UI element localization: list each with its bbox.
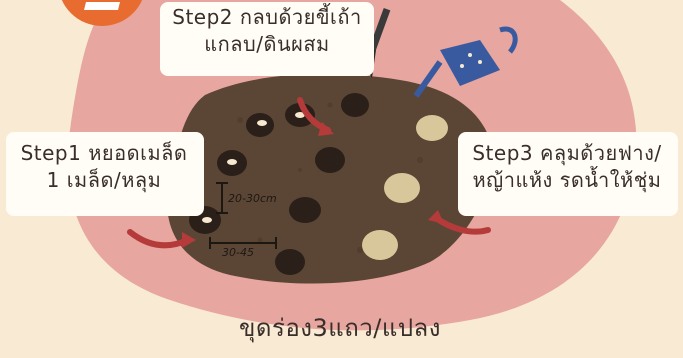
step1-line1: Step1 หยอดเมล็ด — [4, 140, 204, 167]
step1-line2: 1 เมล็ด/หลุม — [4, 167, 204, 194]
bottom-caption: ขุดร่อง3แถว/แปลง — [180, 312, 500, 344]
step3-line1: Step3 คลุมด้วยฟาง/ — [456, 140, 678, 167]
step1-label: Step1 หยอดเมล็ด 1 เมล็ด/หลุม — [4, 140, 204, 194]
row-spacing-label: 20-30cm — [228, 192, 277, 205]
step2-line1: Step2 กลบด้วยขี้เถ้า — [160, 4, 374, 31]
step3-label: Step3 คลุมด้วยฟาง/ หญ้าแห้ง รดน้ำให้ชุ่ม — [456, 140, 678, 194]
hole-spacing-label: 30-45 — [222, 246, 254, 259]
step2-label: Step2 กลบด้วยขี้เถ้า แกลบ/ดินผสม — [160, 4, 374, 58]
step2-line2: แกลบ/ดินผสม — [160, 31, 374, 58]
step3-line2: หญ้าแห้ง รดน้ำให้ชุ่ม — [456, 167, 678, 194]
